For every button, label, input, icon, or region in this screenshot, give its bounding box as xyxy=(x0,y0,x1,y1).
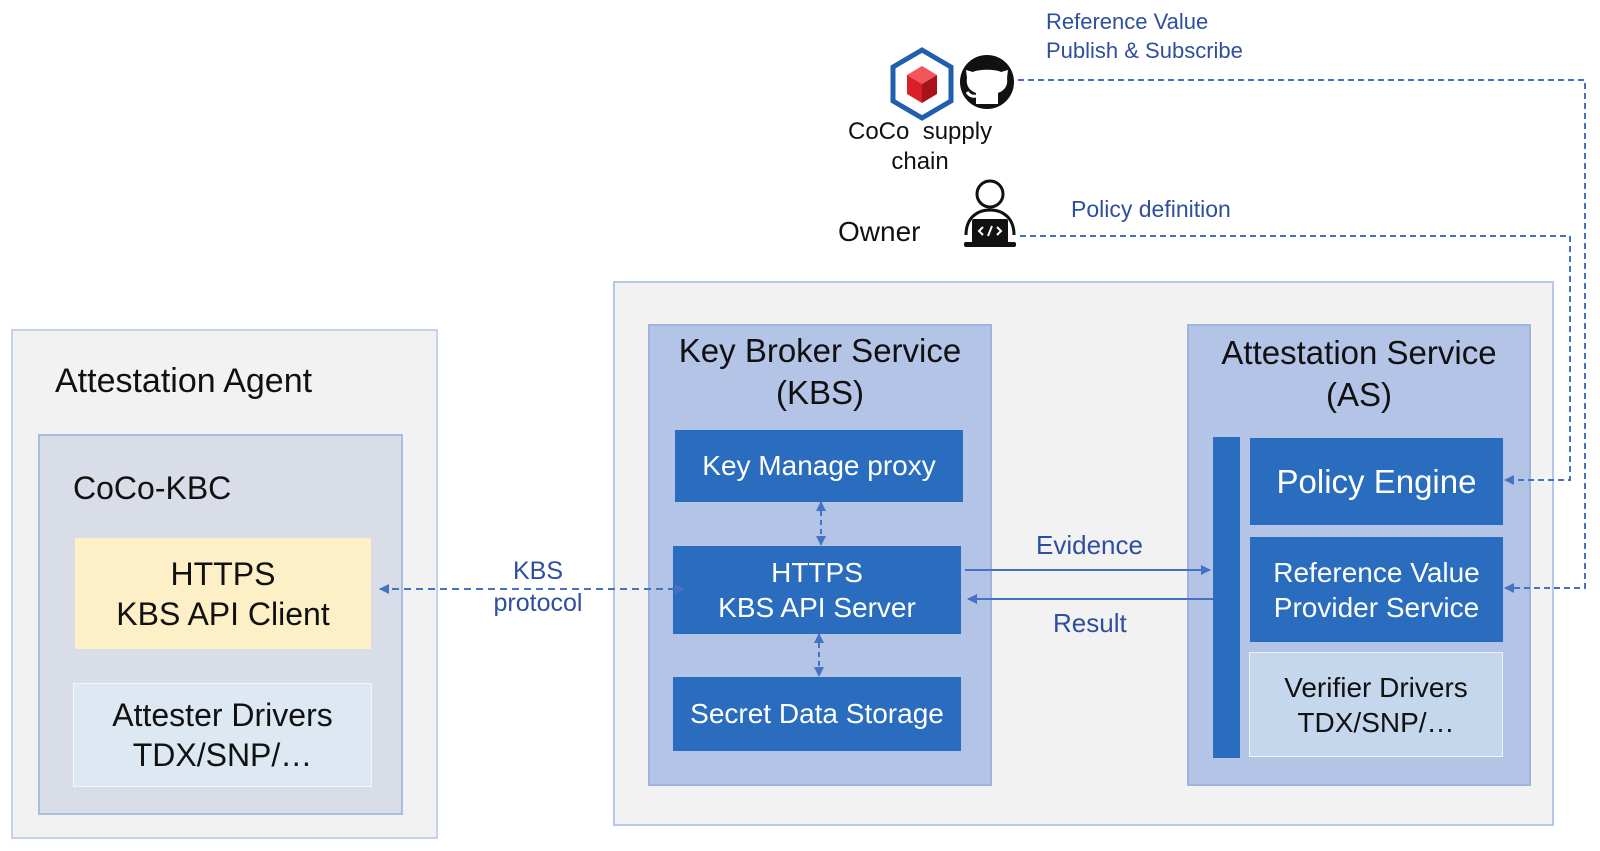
kbs-protocol-line1: KBS xyxy=(512,557,564,585)
evidence-label: Evidence xyxy=(1036,530,1143,560)
key-manage-proxy-box: Key Manage proxy xyxy=(675,430,963,502)
secret-data-storage-box: Secret Data Storage xyxy=(673,677,961,751)
as-title-line1: Attestation Service xyxy=(1221,334,1497,371)
attester-drivers-line1: Attester Drivers xyxy=(112,697,333,733)
kbs-api-server-line2: KBS API Server xyxy=(718,592,916,623)
as-title: Attestation Service (AS) xyxy=(1187,332,1531,416)
owner-label: Owner xyxy=(838,216,921,247)
result-label: Result xyxy=(1053,608,1127,638)
reference-value-publish-line2: Publish & Subscribe xyxy=(1046,38,1243,63)
verifier-drivers-box: Verifier Drivers TDX/SNP/… xyxy=(1249,652,1503,757)
reference-value-provider-line1: Reference Value xyxy=(1273,556,1480,588)
kbs-title: Key Broker Service (KBS) xyxy=(648,330,992,414)
policy-definition-label: Policy definition xyxy=(1071,196,1231,222)
reference-value-provider-box: Reference Value Provider Service xyxy=(1250,537,1503,642)
verifier-drivers-line2: TDX/SNP/… xyxy=(1297,706,1455,738)
reference-value-provider-line2: Provider Service xyxy=(1273,591,1480,623)
kbs-api-server-line1: HTTPS xyxy=(771,557,863,588)
developer-laptop-icon xyxy=(964,179,1016,247)
kbs-api-server-box: HTTPS KBS API Server xyxy=(673,546,961,634)
verifier-drivers-line1: Verifier Drivers xyxy=(1284,671,1468,703)
attestation-agent-title: Attestation Agent xyxy=(55,362,313,400)
attester-drivers-box: Attester Drivers TDX/SNP/… xyxy=(73,683,372,787)
reference-value-publish-label: Reference Value Publish & Subscribe xyxy=(1046,7,1243,65)
policy-engine-box: Policy Engine xyxy=(1250,438,1503,525)
kbs-api-client-box: HTTPS KBS API Client xyxy=(75,538,371,649)
kbs-api-client-line1: HTTPS xyxy=(170,555,276,592)
as-title-line2: (AS) xyxy=(1326,376,1392,413)
coco-supply-chain-line1: CoCo supply xyxy=(848,118,993,145)
reference-value-publish-line1: Reference Value xyxy=(1046,9,1209,34)
coco-cube-icon xyxy=(890,47,954,121)
coco-kbc-title: CoCo-KBC xyxy=(73,470,232,506)
kbs-api-client-line2: KBS API Client xyxy=(116,595,330,632)
coco-supply-chain-line2: chain xyxy=(891,148,949,175)
attester-drivers-line2: TDX/SNP/… xyxy=(132,737,313,773)
kbs-title-line1: Key Broker Service xyxy=(678,332,962,369)
as-interface-bar xyxy=(1213,437,1240,758)
kbs-protocol-label: KBS protocol xyxy=(488,555,588,619)
github-icon xyxy=(960,55,1014,109)
coco-supply-chain-label: CoCo supply chain xyxy=(848,117,992,177)
kbs-title-line2: (KBS) xyxy=(775,374,864,411)
kbs-protocol-line2: protocol xyxy=(493,589,583,617)
